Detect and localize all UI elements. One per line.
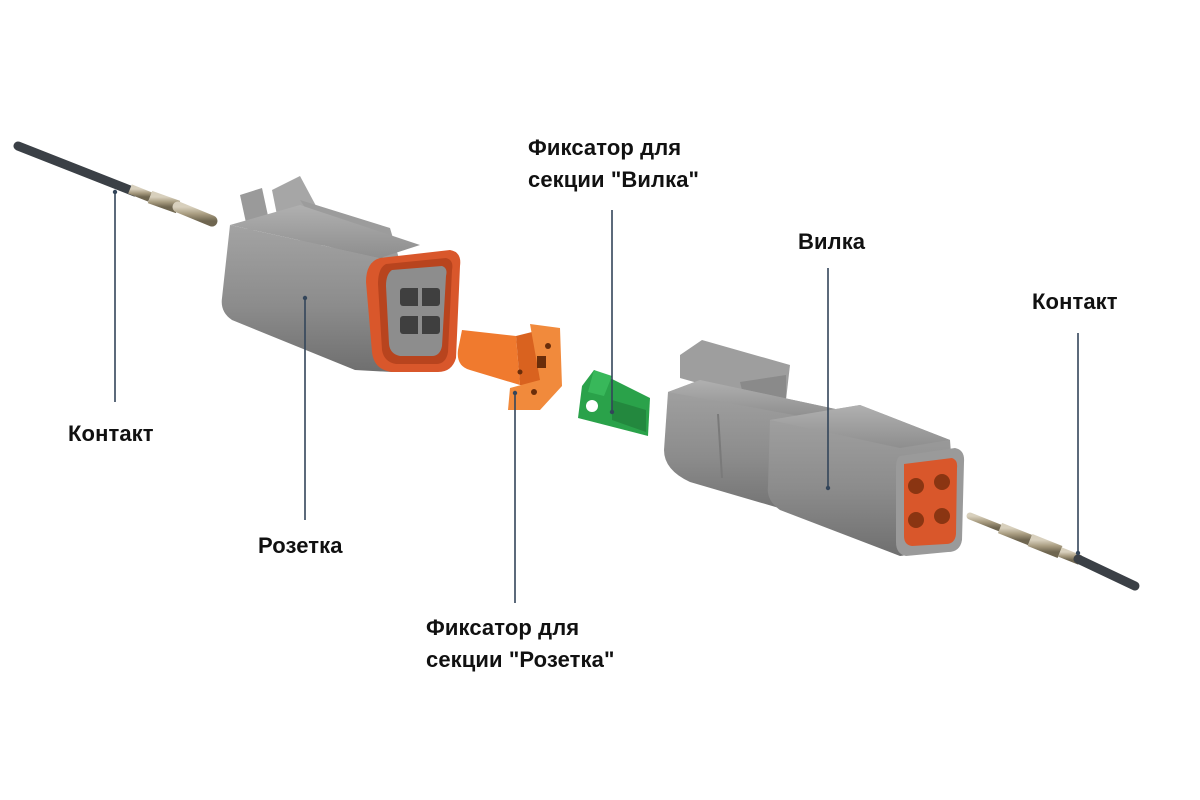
socket-housing [221,176,461,372]
contact-left [13,141,218,227]
label-socket-lock-line2: секции "Розетка" [426,647,615,672]
socket-lock-wedge [457,324,562,410]
plug-housing [664,340,965,556]
label-plug-lock-line1: Фиксатор для [528,135,682,160]
label-plug: Вилка [798,229,866,254]
label-plug-lock: Фиксатор для секции "Вилка" [528,132,699,196]
label-socket: Розетка [258,533,343,558]
leader-lines [112,189,1081,603]
label-socket-lock-line1: Фиксатор для [426,615,580,640]
label-contact-right: Контакт [1032,289,1118,314]
plug-lock-wedge [578,370,650,436]
label-contact-left: Контакт [68,421,154,446]
contact-right [966,512,1140,591]
label-plug-lock-line2: секции "Вилка" [528,167,700,192]
label-socket-lock: Фиксатор для секции "Розетка" [426,612,615,676]
